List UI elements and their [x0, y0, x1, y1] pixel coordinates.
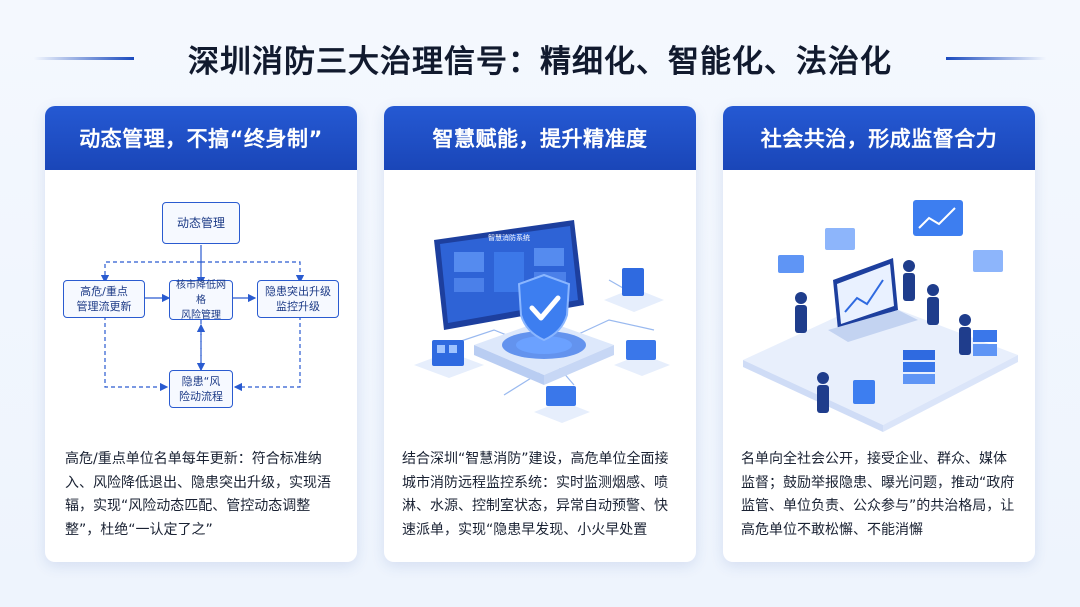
isometric-platform-svg: 智慧消防系统 [414, 220, 670, 423]
card-header: 动态管理，不搞“终身制” [45, 106, 357, 170]
card-smart-empowerment: 智慧赋能，提升精准度 智慧消防系统 [384, 106, 696, 562]
cogovernance-illustration [733, 180, 1025, 534]
card-body-text: 名单向全社会公开，接受企业、群众、媒体监督；鼓励举报隐患、曝光问题，推动“政府监… [741, 451, 1015, 538]
page-title: 深圳消防三大治理信号：精细化、智能化、法治化 [188, 43, 892, 80]
flow-node-right: 隐患突出升级 监控升级 [257, 280, 339, 318]
shield-icon [517, 273, 571, 342]
title-decor-line-left [34, 57, 134, 60]
flow-node-top: 动态管理 [162, 202, 240, 244]
card-title: 社会共治，形成监督合力 [760, 127, 998, 151]
card-title: 智慧赋能，提升精准度 [432, 127, 648, 151]
server-icon [903, 330, 997, 384]
flow-node-center: 核市降低网格 风险管理 [169, 280, 233, 321]
chart-panel-icon [913, 200, 963, 236]
card-social-cogovernance: 社会共治，形成监督合力 [723, 106, 1035, 562]
flow-node-left: 高危/重点 管理流更新 [63, 280, 145, 318]
people-icon [795, 260, 971, 413]
title-row: 深圳消防三大治理信号：精细化、智能化、法治化 [0, 28, 1080, 88]
card-body-text: 高危/重点单位名单每年更新：符合标准纳入、风险降低退出、隐患突出升级，实现浯辐，… [65, 451, 331, 538]
flow-node-bottom: 隐患“风 险动流程 [169, 370, 233, 408]
card-title: 动态管理，不搞“终身制” [79, 127, 323, 151]
card-body-text: 结合深圳“智慧消防”建设，高危单位全面接城市消防远程监控系统：实时监测烟感、喷淋… [402, 451, 669, 538]
card-header: 社会共治，形成监督合力 [723, 106, 1035, 170]
laptop-icon [828, 258, 918, 342]
isometric-people-svg [743, 200, 1018, 432]
title-decor-line-right [946, 57, 1046, 60]
smart-platform-illustration: 智慧消防系统 [394, 180, 686, 534]
flowchart-illustration: 动态管理 高危/重点 管理流更新 核市降低网格 风险管理 隐患突出升级 监控升级… [55, 180, 347, 534]
card-dynamic-management: 动态管理，不搞“终身制” 动态管理 高危/重点 管理流更新 核市降低 [45, 106, 357, 562]
card-header: 智慧赋能，提升精准度 [384, 106, 696, 170]
screen-label: 智慧消防系统 [488, 233, 530, 242]
flowchart-connectors [100, 245, 305, 392]
